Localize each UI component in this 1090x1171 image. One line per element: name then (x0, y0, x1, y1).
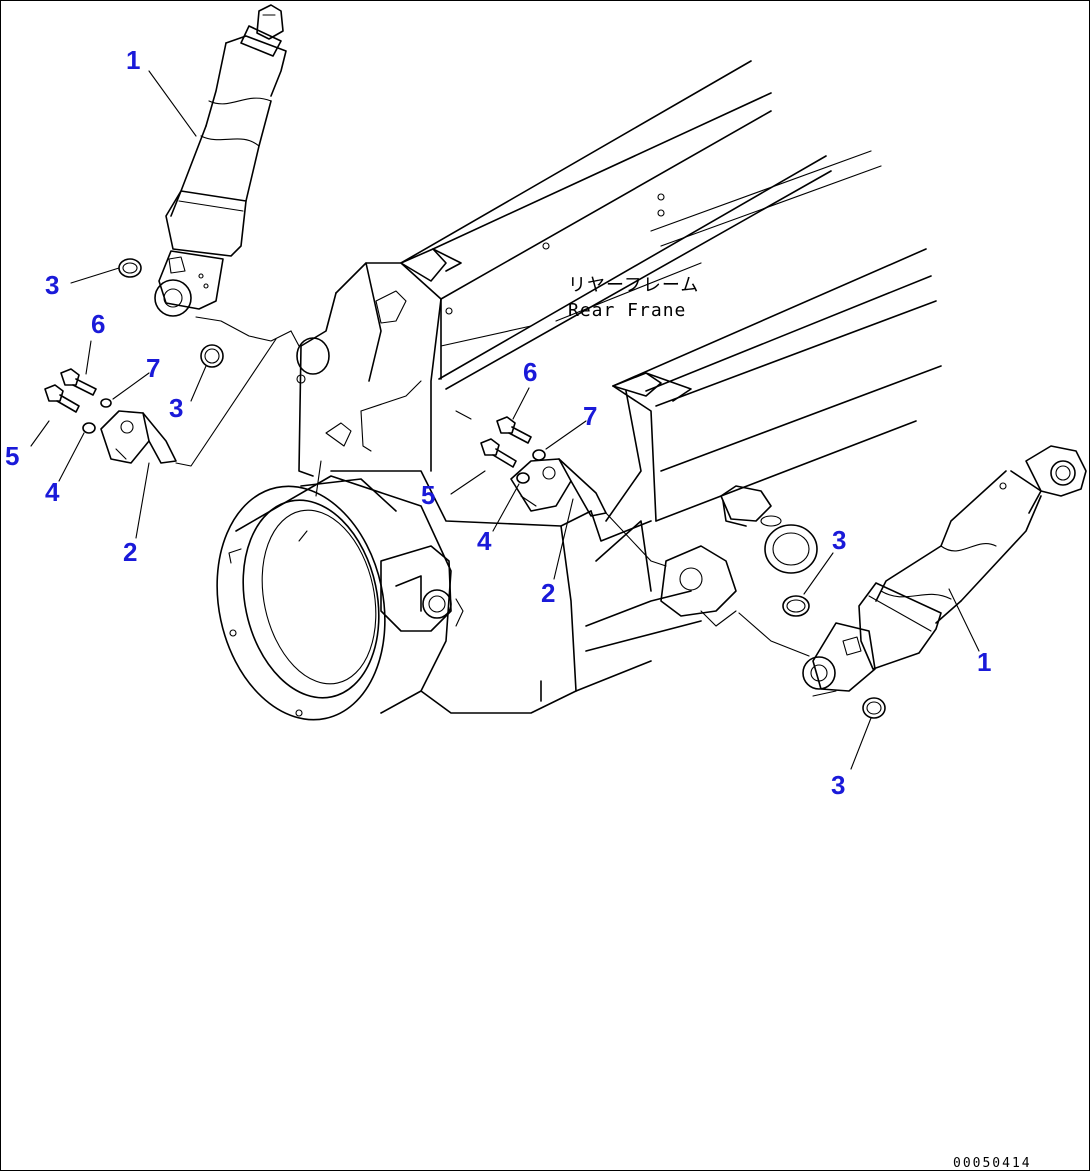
center-bracket-group (480, 416, 667, 567)
callout-1-left: 1 (126, 45, 140, 75)
callout-3-right-lower: 3 (831, 770, 845, 800)
callout-2-left: 2 (123, 537, 137, 567)
callout-7-center: 7 (583, 401, 597, 431)
left-cylinder-assembly (44, 4, 300, 467)
callout-numbers: 1 1 2 2 3 3 3 3 4 4 5 5 6 6 7 7 (5, 45, 991, 800)
callout-3-left-upper: 3 (45, 270, 59, 300)
frame-label-english: Rear Frane (568, 300, 686, 321)
callout-6-center: 6 (523, 357, 537, 387)
callout-3-left-lower: 3 (169, 393, 183, 423)
rear-frame (296, 60, 942, 714)
callout-5-center: 5 (421, 480, 435, 510)
drawing-number: 00050414 (953, 1156, 1032, 1170)
callout-leaders (30, 70, 980, 770)
right-cylinder-assembly (738, 445, 1087, 719)
callout-1-right: 1 (977, 647, 991, 677)
frame-label-japanese: リヤーフレーム (568, 275, 699, 296)
callout-6-left: 6 (91, 309, 105, 339)
frame-ring-housing (216, 475, 464, 721)
callout-7-left: 7 (146, 353, 160, 383)
callout-4-left: 4 (45, 477, 60, 507)
callout-5-left: 5 (5, 441, 19, 471)
callout-3-right-upper: 3 (832, 525, 846, 555)
callout-2-center: 2 (541, 578, 555, 608)
callout-4-center: 4 (477, 526, 492, 556)
